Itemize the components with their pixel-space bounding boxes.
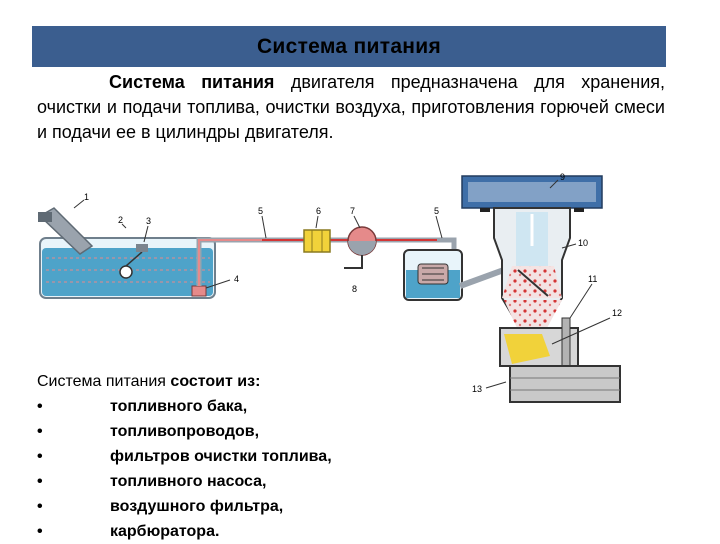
list-item: •воздушного фильтра, xyxy=(37,494,377,519)
callout-5b: 5 xyxy=(434,206,439,216)
callout-9: 9 xyxy=(560,172,565,182)
callout-11: 11 xyxy=(588,274,597,284)
callout-12: 12 xyxy=(612,308,622,318)
fuel-tank xyxy=(38,207,216,299)
callout-5: 5 xyxy=(258,206,263,216)
callout-4: 4 xyxy=(234,274,239,284)
intro-paragraph: Система питания двигателя предназначена … xyxy=(37,70,665,172)
callout-1: 1 xyxy=(84,192,89,202)
callout-2: 2 xyxy=(118,215,123,225)
list-item: •топливного насоса, xyxy=(37,469,377,494)
callout-8: 8 xyxy=(352,284,357,294)
list-item: •топливного бака, xyxy=(37,394,377,419)
callout-13: 13 xyxy=(472,384,482,394)
callout-7: 7 xyxy=(350,206,355,216)
bullet-icon: • xyxy=(37,498,43,515)
fuel-filter xyxy=(303,229,331,253)
carburetor xyxy=(493,207,621,403)
slide-title-bar: Система питания xyxy=(32,26,666,67)
bullet-icon: • xyxy=(37,398,43,415)
composition-list: Система питания состоит из: •топливного … xyxy=(37,369,377,544)
composition-lead: Система питания состоит из: xyxy=(37,373,261,390)
bullet-icon: • xyxy=(37,473,43,490)
fuel-system-diagram: 1 2 3 4 5 6 7 5 8 9 10 11 12 13 xyxy=(38,172,622,403)
fuel-pump xyxy=(344,226,377,269)
list-item: •топливопроводов, xyxy=(37,419,377,444)
list-item: •карбюратора. xyxy=(37,519,377,544)
slide-title: Система питания xyxy=(256,34,442,58)
bullet-icon: • xyxy=(37,523,43,540)
callout-3: 3 xyxy=(146,216,151,226)
float-chamber xyxy=(403,249,463,301)
intro-bold-term: Система питания xyxy=(109,72,275,92)
bullet-icon: • xyxy=(37,448,43,465)
intro-text: двигателя предназначена для хранения, оч… xyxy=(37,72,665,142)
bullet-icon: • xyxy=(37,423,43,440)
callout-10: 10 xyxy=(578,238,588,248)
list-item: •фильтров очистки топлива, xyxy=(37,444,377,469)
callout-6: 6 xyxy=(316,206,321,216)
component-list: •топливного бака, •топливопроводов, •фил… xyxy=(37,394,377,544)
air-filter xyxy=(461,175,603,212)
